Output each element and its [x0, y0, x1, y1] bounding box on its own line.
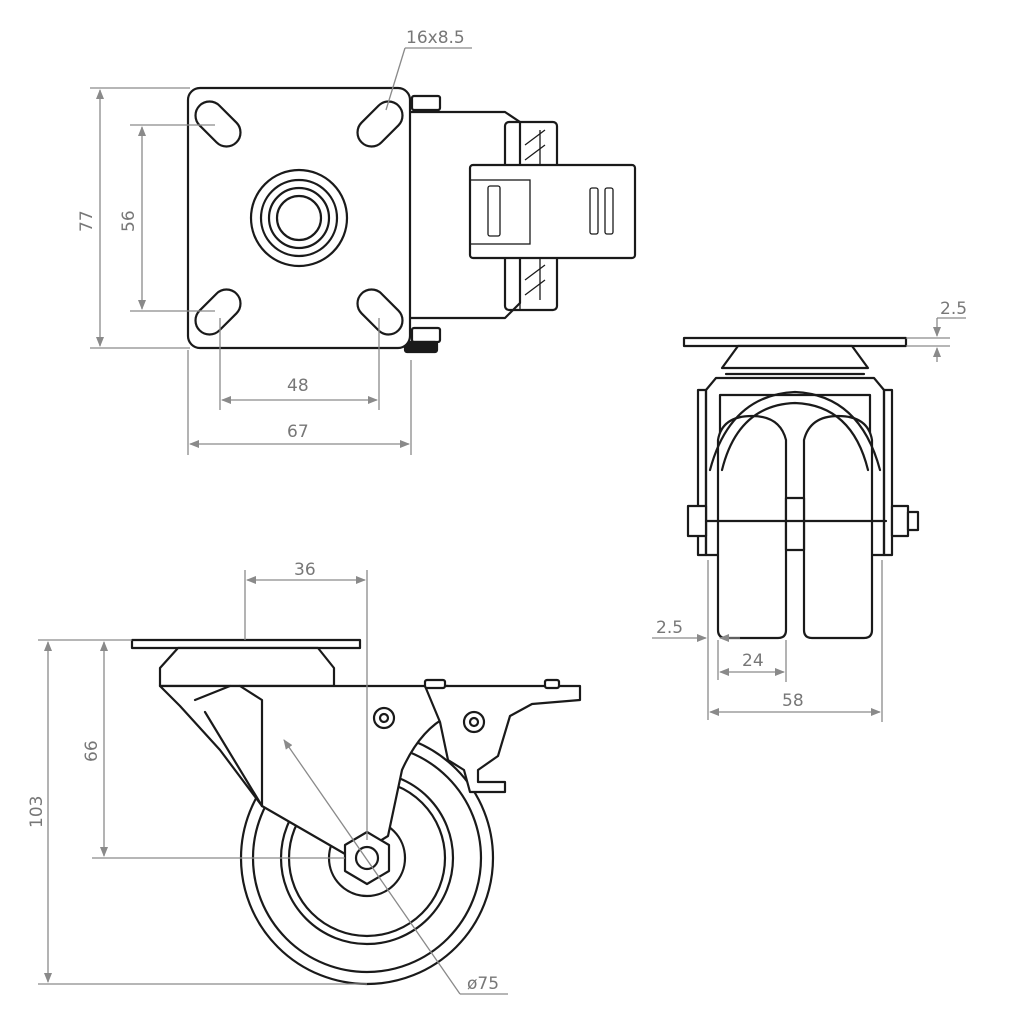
front-view: [682, 336, 920, 640]
dim-overall-width: 58: [782, 691, 804, 711]
dim-hole-horizontal: 48: [287, 376, 309, 396]
kingpin-outer: [249, 168, 349, 268]
dim-total-height: 103: [27, 796, 47, 828]
dim-wheel-width: 24: [742, 651, 764, 671]
dim-hole-vertical: 56: [119, 210, 139, 232]
front-view-dimensions: 2.5 2.5 24 58: [652, 299, 967, 722]
dim-axle-height: 66: [82, 740, 102, 762]
dim-slot: 16x8.5: [406, 28, 465, 48]
side-view: [130, 638, 582, 986]
front-plate: [682, 336, 908, 348]
top-plate-slots: [194, 100, 404, 336]
top-plate: [186, 86, 412, 350]
side-brake-lever: [423, 678, 582, 794]
top-view-dimensions: 16x8.5 77 56 48 67: [77, 28, 472, 455]
dim-plate-height: 77: [77, 210, 97, 232]
side-plate: [130, 638, 362, 650]
dim-plate-width: 67: [287, 422, 309, 442]
dim-wheel-diameter: ø75: [467, 974, 499, 994]
dim-offset: 36: [294, 560, 316, 580]
top-view-brake: [403, 94, 637, 354]
dim-plate-thickness: 2.5: [940, 299, 967, 319]
side-view-dimensions: 36 103 66 ø75: [27, 560, 508, 995]
front-twin-wheels: [716, 414, 874, 640]
dim-side-clearance: 2.5: [656, 618, 683, 638]
top-view: [186, 86, 637, 354]
